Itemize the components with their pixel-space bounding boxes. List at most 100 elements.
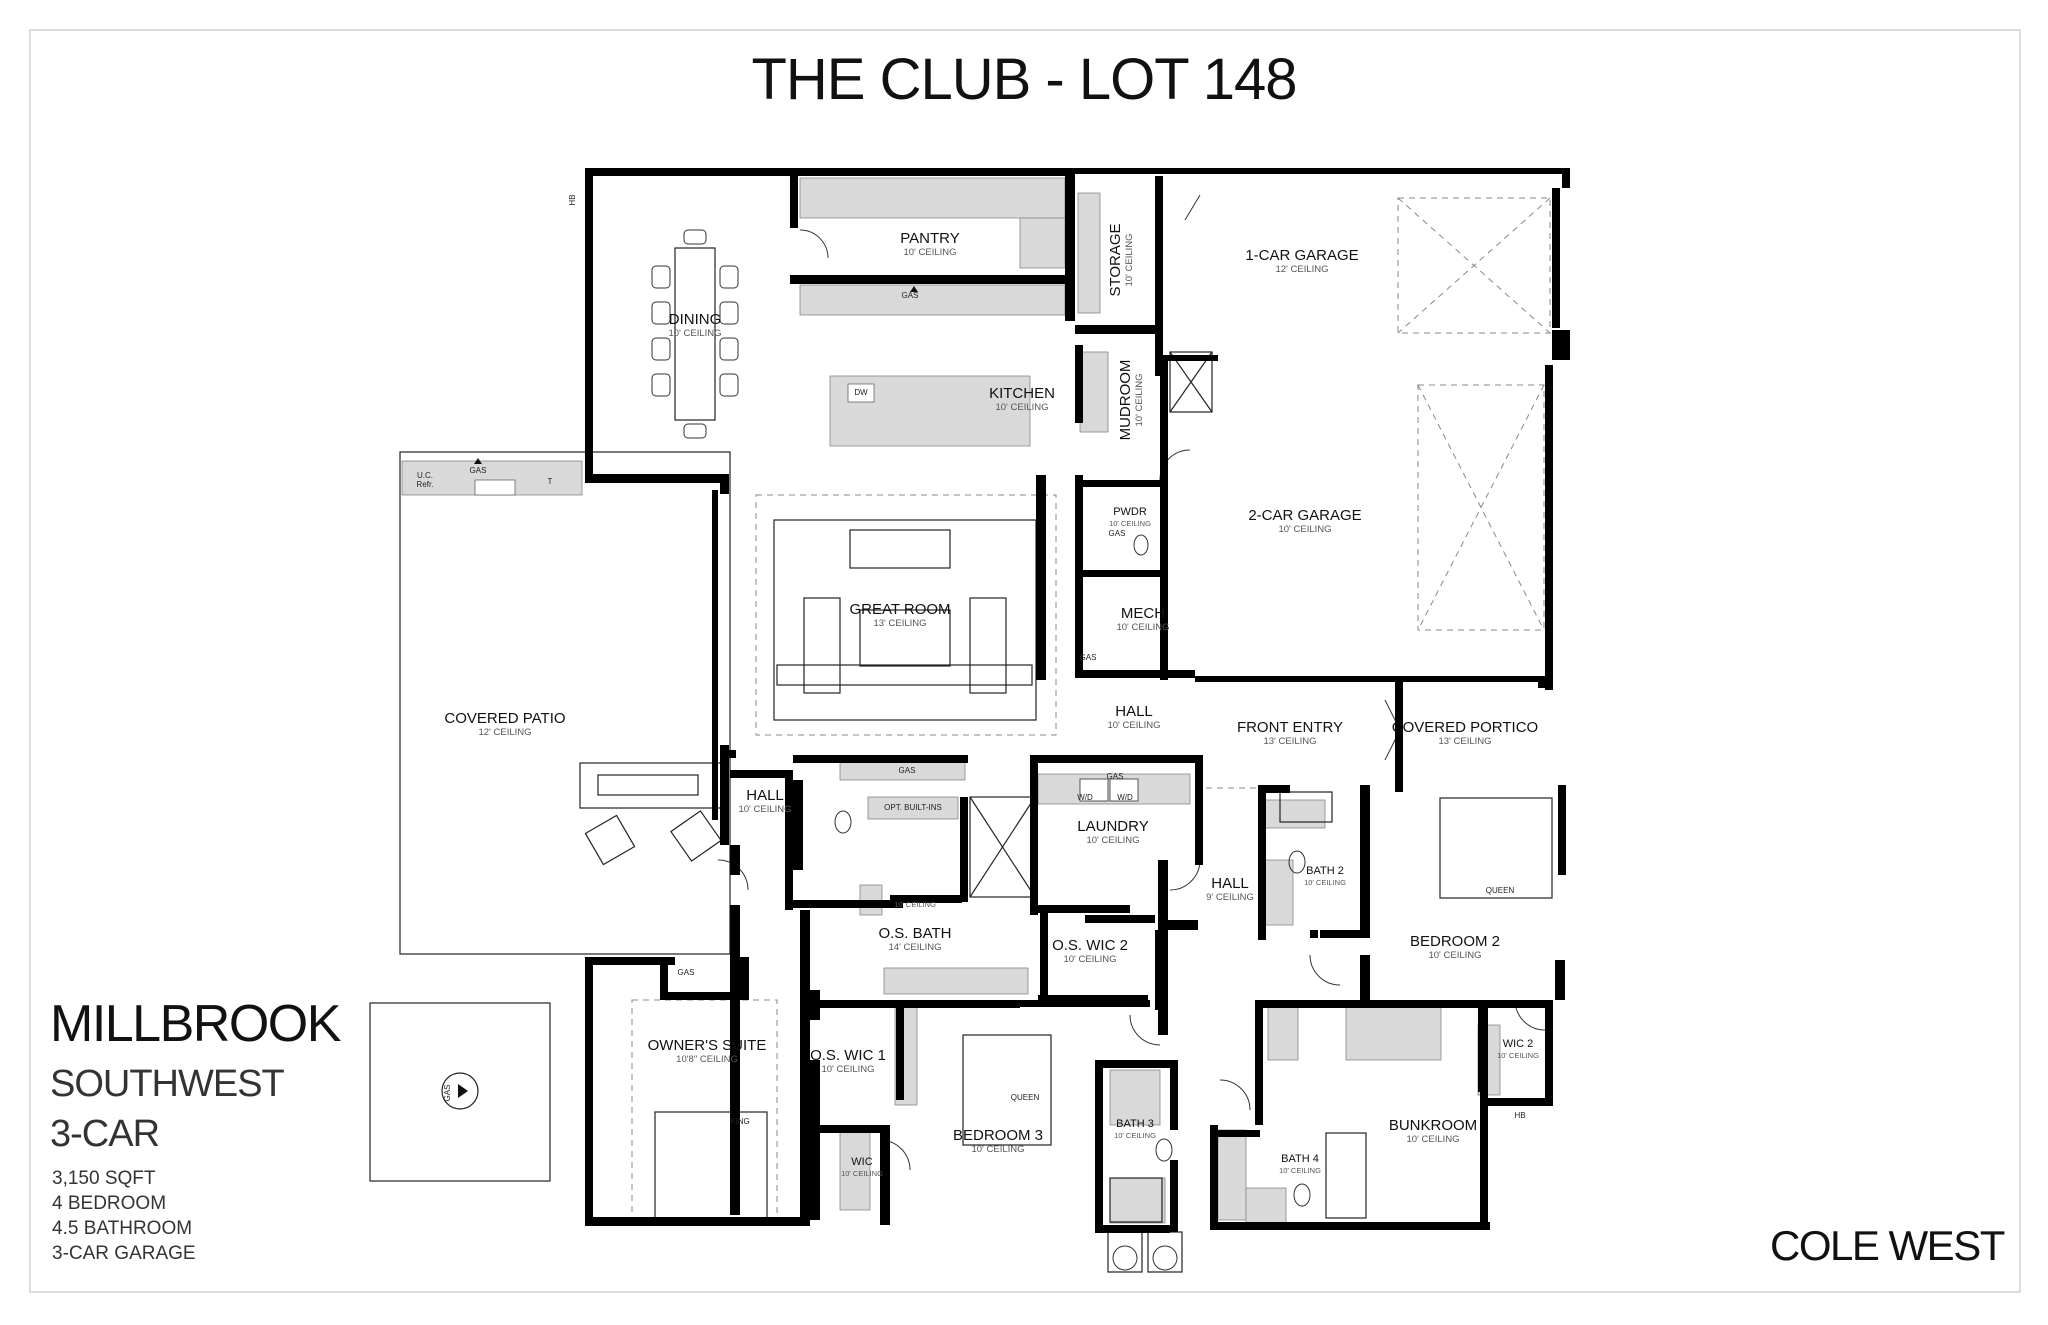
room-label: O.S. WIC 1 xyxy=(810,1047,886,1064)
room-label: 1-CAR GARAGE xyxy=(1245,247,1358,264)
plan-stat-sqft: 3,150 SQFT xyxy=(52,1168,156,1189)
room-label: 2-CAR GARAGE xyxy=(1248,507,1361,524)
gas-label-hall: GAS xyxy=(899,766,916,775)
room-ceiling-height: 14' CEILING xyxy=(888,942,941,953)
room-ceiling-height: 10' CEILING xyxy=(1497,1051,1539,1060)
room-os-wic2: O.S. WIC 210' CEILING xyxy=(1052,937,1128,965)
room-ceiling-height: 10' CEILING xyxy=(1304,878,1346,887)
room-ceiling-height: 10' CEILING xyxy=(1124,233,1135,286)
room-label: PWDR xyxy=(1113,506,1147,518)
gas-label-pwdr: GAS xyxy=(1109,529,1126,538)
room-ceiling-height: 10' CEILING xyxy=(1134,373,1145,426)
room-os-closet: 10' CEILING xyxy=(894,900,936,909)
room-ceiling-height: 9' CEILING xyxy=(1206,892,1254,903)
page-title: THE CLUB - LOT 148 xyxy=(751,47,1297,112)
room-label: BEDROOM 2 xyxy=(1410,933,1500,950)
gas-marker-patio xyxy=(474,458,482,464)
gas-label-owners: GAS xyxy=(678,968,695,977)
room-label: DINING xyxy=(669,311,722,328)
room-label: COVERED PORTICO xyxy=(1392,719,1538,736)
room-label: WIC 2 xyxy=(1503,1038,1534,1050)
wd-label-2: W/D xyxy=(1117,793,1133,802)
room-ceiling-height: 10' CEILING xyxy=(1278,524,1331,535)
room-label: LAUNDRY xyxy=(1077,818,1148,835)
plan-stat-garage: 3-CAR GARAGE xyxy=(52,1243,196,1264)
gas-label-laundry: GAS xyxy=(1107,772,1124,781)
room-ceiling-height: 10' CEILING xyxy=(971,1144,1024,1155)
room-ceiling-height: 12' CEILING xyxy=(1275,264,1328,275)
gas-marker-kitchen xyxy=(910,286,918,292)
room-ceiling-height: 10' CEILING xyxy=(1116,622,1169,633)
gas-label-mech: GAS xyxy=(1080,653,1097,662)
room-ceiling-height: 10' CEILING xyxy=(1406,1134,1459,1145)
room-label: COVERED PATIO xyxy=(444,710,565,727)
opt-built-ins-label: OPT. BUILT-INS xyxy=(884,803,942,812)
room-label: STORAGE xyxy=(1107,223,1124,296)
room-ceiling-height: 13' CEILING xyxy=(1438,736,1491,747)
room-ceiling-height: 10' CEILING xyxy=(821,1064,874,1075)
dw-label: DW xyxy=(854,388,868,397)
room-label: HALL xyxy=(746,787,784,804)
uc-refr-label-1: U.C. xyxy=(417,471,433,480)
room-ceiling-height: 10' CEILING xyxy=(903,247,956,258)
room-bedroom2: BEDROOM 210' CEILING xyxy=(1410,933,1500,961)
room-label: HALL xyxy=(1115,703,1153,720)
room-ceiling-height: 10' CEILING xyxy=(1107,720,1160,731)
room-ceiling-height: 10' CEILING xyxy=(1086,835,1139,846)
room-label: O.S. BATH xyxy=(878,925,951,942)
queen-label-bed2: QUEEN xyxy=(1486,886,1515,895)
uc-refr-label-2: Refr. xyxy=(417,480,434,489)
room-bedroom3: BEDROOM 310' CEILING xyxy=(953,1127,1043,1155)
room-label: BEDROOM 3 xyxy=(953,1127,1043,1144)
room-label: BATH 4 xyxy=(1281,1153,1319,1165)
room-ceiling-height: 10' CEILING xyxy=(1063,954,1116,965)
room-label: WIC xyxy=(851,1156,872,1168)
room-os-wic1: O.S. WIC 110' CEILING xyxy=(810,1047,886,1075)
room-wic2: WIC 210' CEILING xyxy=(1497,1038,1539,1060)
room-label: OWNER'S SUITE xyxy=(648,1037,767,1054)
room-ceiling-height: 10' CEILING xyxy=(668,328,721,339)
room-label: BUNKROOM xyxy=(1389,1117,1477,1134)
plan-garage-type: 3-CAR xyxy=(50,1113,160,1155)
room-ceiling-height: 10' CEILING xyxy=(1279,1166,1321,1175)
room-ceiling-height: 13' CEILING xyxy=(873,618,926,629)
room-label: GREAT ROOM xyxy=(849,601,950,618)
room-label: BATH 3 xyxy=(1116,1118,1154,1130)
queen-label-bed3: QUEEN xyxy=(1011,1093,1040,1102)
room-label: MUDROOM xyxy=(1117,360,1134,441)
brand-logo-text: COLE WEST xyxy=(1770,1222,2005,1269)
room-ceiling-height: 10' CEILING xyxy=(1114,1131,1156,1140)
room-bath4: BATH 410' CEILING xyxy=(1279,1153,1321,1175)
room-ceiling-height: 10'8" CEILING xyxy=(676,1054,738,1065)
king-label: KING xyxy=(730,1117,750,1126)
room-label: MECH xyxy=(1121,605,1165,622)
plan-elevation: SOUTHWEST xyxy=(50,1063,285,1105)
room-bath2: BATH 210' CEILING xyxy=(1304,865,1346,887)
room-bath3: BATH 310' CEILING xyxy=(1114,1118,1156,1140)
room-ceiling-height: 10' CEILING xyxy=(738,804,791,815)
room-ceiling-height: 10' CEILING xyxy=(995,402,1048,413)
room-ceiling-height: 10' CEILING xyxy=(894,900,936,909)
room-ceiling-height: 10' CEILING xyxy=(1109,519,1151,528)
